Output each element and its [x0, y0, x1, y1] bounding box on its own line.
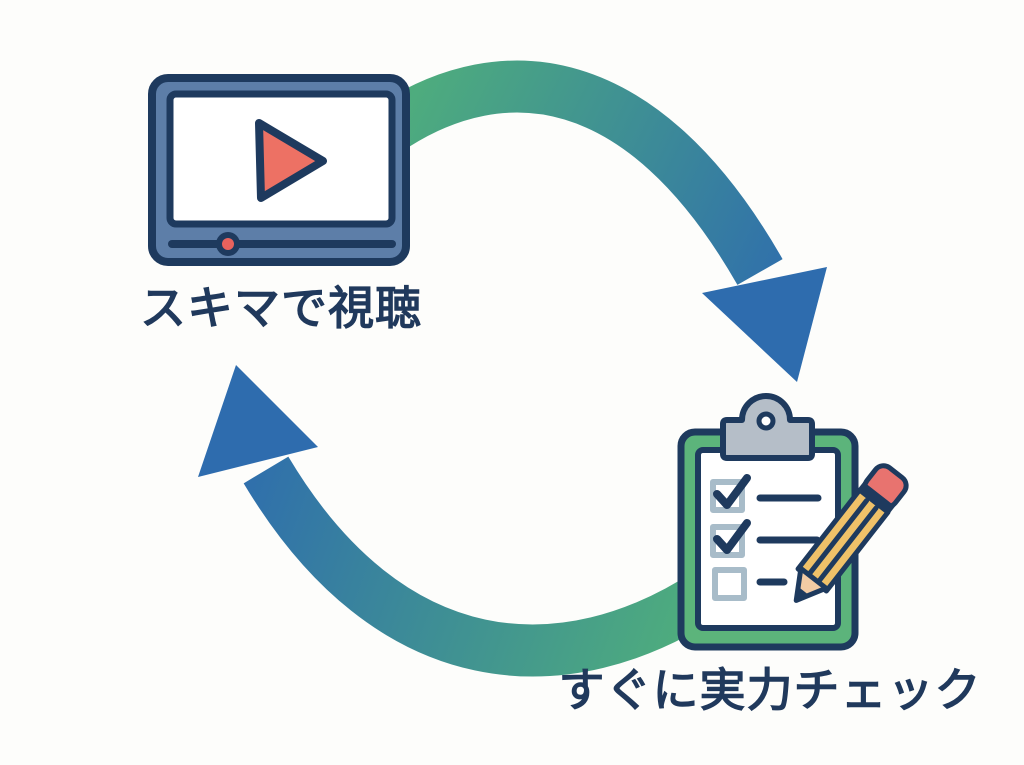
top-arrowhead — [702, 267, 827, 382]
checkbox-3 — [712, 567, 747, 601]
watch-step-label: スキマで視聴 — [140, 281, 422, 335]
bottom-arrow-shaft — [243, 456, 725, 677]
clipboard-checklist-icon — [677, 393, 859, 651]
pencil-ferrule — [856, 481, 896, 516]
pencil-stripe-right — [816, 505, 879, 583]
cycle-arrow-bottom — [198, 365, 725, 677]
pencil-stripe-left — [807, 498, 870, 576]
cycle-arrow-top — [381, 60, 827, 382]
pencil-icon — [793, 463, 909, 603]
pencil-lead-tip — [796, 586, 810, 601]
check-step-label: すぐに実力チェック — [559, 663, 982, 717]
progress-knob-center — [222, 238, 234, 250]
play-icon — [255, 119, 327, 202]
check-mark-2 — [713, 519, 751, 554]
clip-hole — [756, 411, 776, 431]
video-player-icon — [148, 74, 410, 266]
check-mark-1 — [713, 474, 751, 509]
top-arrow-shaft — [381, 60, 783, 285]
bottom-arrowhead — [198, 365, 318, 477]
